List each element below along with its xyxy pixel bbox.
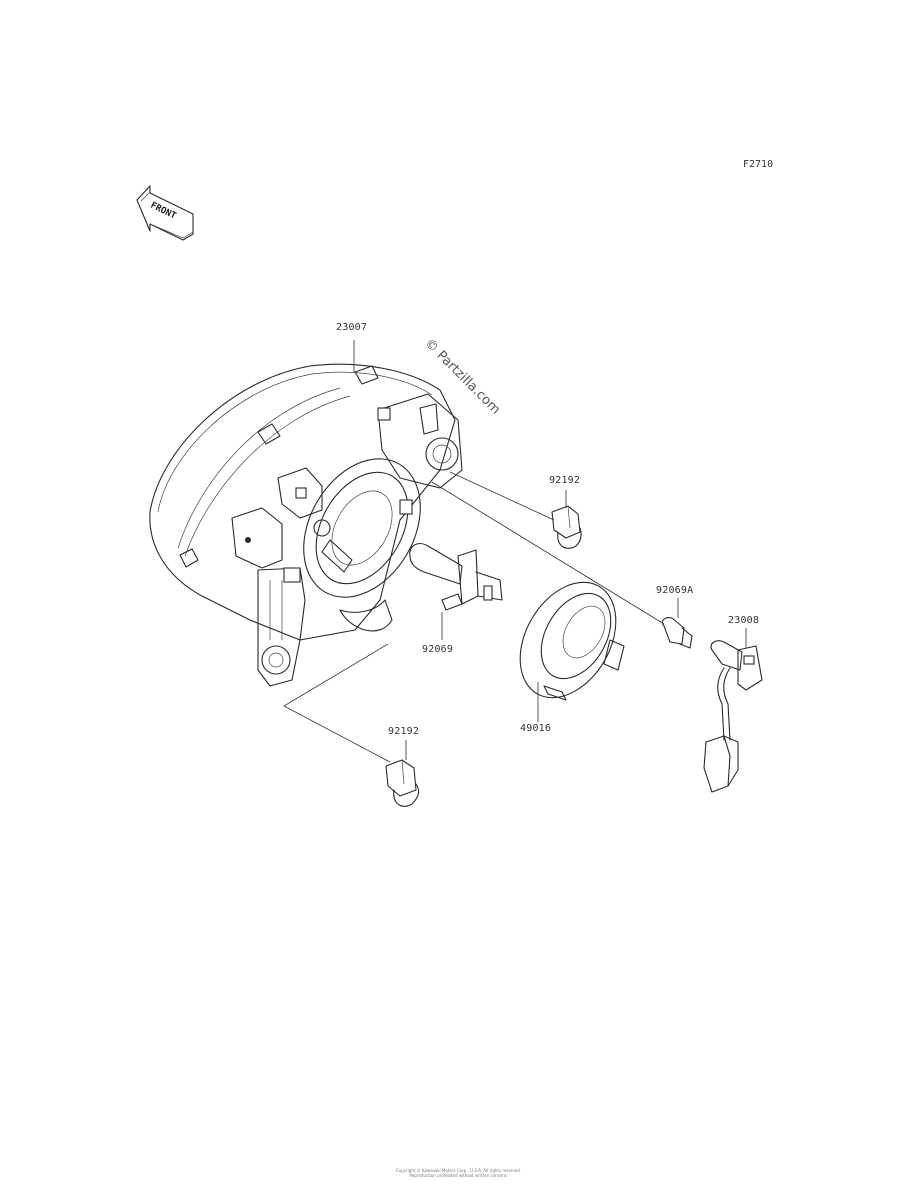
bulb-cap-upper — [551, 505, 582, 549]
figure-code: F2710 — [743, 159, 774, 170]
footer-line-1: Copyright © Kawasaki Motors Corp., U.S.A… — [395, 1168, 522, 1173]
socket — [703, 640, 763, 793]
part-label-92192-upper[interactable]: 92192 — [549, 475, 581, 486]
position-bulb — [661, 617, 693, 649]
dust-cover — [519, 581, 625, 701]
part-label-92192-lower[interactable]: 92192 — [388, 726, 420, 737]
headlight-bulb — [409, 543, 503, 611]
part-label-92069a[interactable]: 92069A — [656, 585, 694, 596]
part-label-92069[interactable]: 92069 — [422, 644, 454, 655]
leader-lines — [283, 340, 747, 763]
bulb-cap-lower — [385, 759, 420, 807]
part-label-23007[interactable]: 23007 — [336, 322, 368, 333]
footer-line-2: Reproduction prohibited without written … — [409, 1173, 508, 1178]
front-arrow-icon: FRONT — [136, 185, 194, 241]
front-label: FRONT — [149, 201, 178, 222]
part-label-49016[interactable]: 49016 — [520, 723, 552, 734]
headlight-housing — [149, 363, 463, 687]
part-label-23008[interactable]: 23008 — [728, 615, 760, 626]
copyright-footer: Copyright © Kawasaki Motors Corp., U.S.A… — [0, 1168, 917, 1178]
